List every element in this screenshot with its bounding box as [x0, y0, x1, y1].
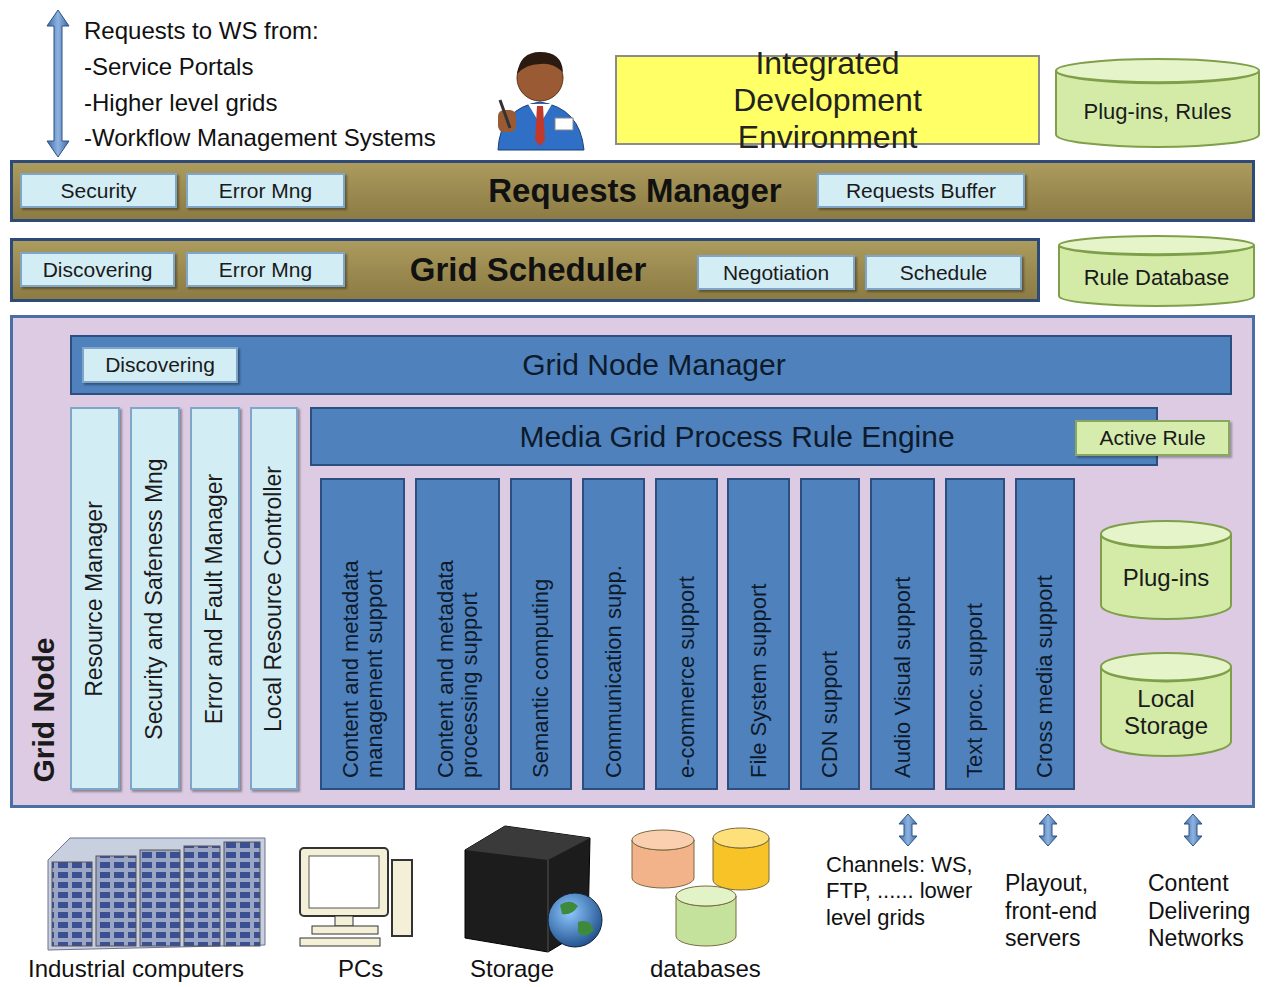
storage-cylinder: Local Storage	[1100, 652, 1232, 757]
service-column: Local Resource Controller	[250, 407, 298, 790]
node-text: Grid Scheduler	[410, 251, 647, 289]
manager-band: Requests Manager Security Error Mng Request…	[10, 160, 1255, 222]
node-text: Communication supp.	[601, 490, 625, 778]
rule-cylinder: Plug-ins, Rules	[1055, 58, 1260, 148]
manager-bar: Grid Node Manager Discovering	[70, 335, 1232, 395]
ide-box: Integrated Development Environment	[615, 55, 1040, 145]
module-box: Error Mng	[186, 252, 345, 287]
support-column: e-commerce support	[655, 478, 718, 790]
rule-engine-bar: Media Grid Process Rule Engine	[310, 407, 1158, 466]
node-text: Grid Node Manager	[522, 348, 785, 383]
node-text: CDN support	[818, 490, 842, 778]
request-heading: Requests to WS from:	[84, 17, 319, 46]
node-text: Text proc. support	[963, 490, 987, 778]
database-cylinder: Rule Database	[1058, 235, 1255, 307]
node-text: File System support	[746, 490, 770, 778]
node-text: Security	[61, 178, 137, 202]
server-racks	[48, 838, 265, 950]
module-box: Requests Buffer	[817, 173, 1025, 208]
service-column: Security and Safeness Mng	[130, 407, 180, 790]
node-text: Integrated Development Environment	[678, 45, 978, 155]
node-text: Security and Safeness Mng	[142, 419, 167, 778]
cylinder-top	[1059, 236, 1254, 254]
node-text: Content and metadata management support	[338, 490, 386, 778]
node-text: Plug-ins, Rules	[1084, 99, 1232, 124]
node-text: Error Mng	[219, 257, 312, 281]
cylinder-top	[1101, 653, 1231, 680]
support-column: Text proc. support	[945, 478, 1005, 790]
node-text: Semantic computing	[529, 490, 553, 778]
module-box: Schedule	[865, 255, 1022, 290]
module-box: Discovering	[82, 347, 238, 383]
module-box: Error Mng	[186, 173, 345, 208]
support-column: Cross media support	[1015, 478, 1075, 790]
support-column: Content and metadata management support	[320, 478, 405, 790]
node-text: Content and metadata processing support	[433, 490, 481, 778]
database-icons	[632, 828, 769, 946]
scheduler-band: Grid Scheduler Discovering Error Mng Negoti…	[10, 238, 1040, 302]
support-column: Semantic computing	[510, 478, 572, 790]
module-box: Discovering	[20, 252, 175, 287]
node-text: Schedule	[900, 260, 988, 284]
double-arrow	[899, 814, 1202, 846]
cylinder-top	[1056, 59, 1259, 82]
node-text: Audio Visual support	[890, 490, 914, 778]
node-text: Requests Manager	[488, 172, 781, 210]
channel-label: Playout, front-end servers	[1005, 870, 1130, 953]
node-text: Requests Buffer	[846, 178, 996, 202]
device-label: Industrial computers	[28, 955, 244, 984]
node-text: Negotiation	[723, 260, 829, 284]
service-column: Error and Fault Manager	[190, 407, 240, 790]
support-column: Content and metadata processing support	[415, 478, 500, 790]
device-label: Storage	[470, 955, 554, 984]
channel-label: Channels: WS, FTP, ...... lower level gr…	[826, 852, 986, 931]
double-arrow	[47, 10, 69, 157]
node-text: Discovering	[43, 257, 153, 281]
request-source: -Workflow Management Systems	[84, 124, 436, 153]
node-text: e-commerce support	[674, 490, 698, 778]
node-text: Media Grid Process Rule Engine	[519, 419, 954, 454]
plugins-cylinder: Plug-ins	[1100, 520, 1232, 620]
node-text: Plug-ins	[1123, 564, 1210, 592]
node-text: Local Storage	[1111, 685, 1221, 740]
cylinder-top	[1101, 521, 1231, 547]
storage-icon	[465, 826, 602, 952]
person-icon	[498, 52, 584, 150]
device-label: PCs	[338, 955, 383, 984]
node-text: Discovering	[105, 353, 215, 377]
module-box: Negotiation	[697, 255, 855, 290]
support-column: File System support	[727, 478, 790, 790]
active-rule-box: Active Rule	[1075, 420, 1230, 456]
module-box: Security	[20, 173, 177, 208]
pc-icon	[300, 848, 412, 946]
node-text: Active Rule	[1099, 426, 1205, 450]
support-column: CDN support	[800, 478, 860, 790]
node-text: Local Resource Controller	[261, 419, 286, 778]
node-text: Grid Node	[27, 610, 60, 810]
node-text: Error Mng	[219, 178, 312, 202]
request-source: -Higher level grids	[84, 89, 277, 118]
request-source: -Service Portals	[84, 53, 253, 82]
node-text: Cross media support	[1033, 490, 1057, 778]
support-column: Audio Visual support	[870, 478, 935, 790]
device-label: databases	[650, 955, 761, 984]
node-text: Rule Database	[1084, 266, 1230, 291]
service-column: Resource Manager	[70, 407, 120, 790]
support-column: Communication supp.	[582, 478, 645, 790]
channel-label: Content Delivering Networks	[1148, 870, 1273, 953]
node-text: Error and Fault Manager	[202, 419, 227, 778]
grid-node-panel: Grid Node Grid Node Manager DiscoveringRes…	[10, 315, 1255, 808]
node-text: Resource Manager	[82, 419, 107, 778]
